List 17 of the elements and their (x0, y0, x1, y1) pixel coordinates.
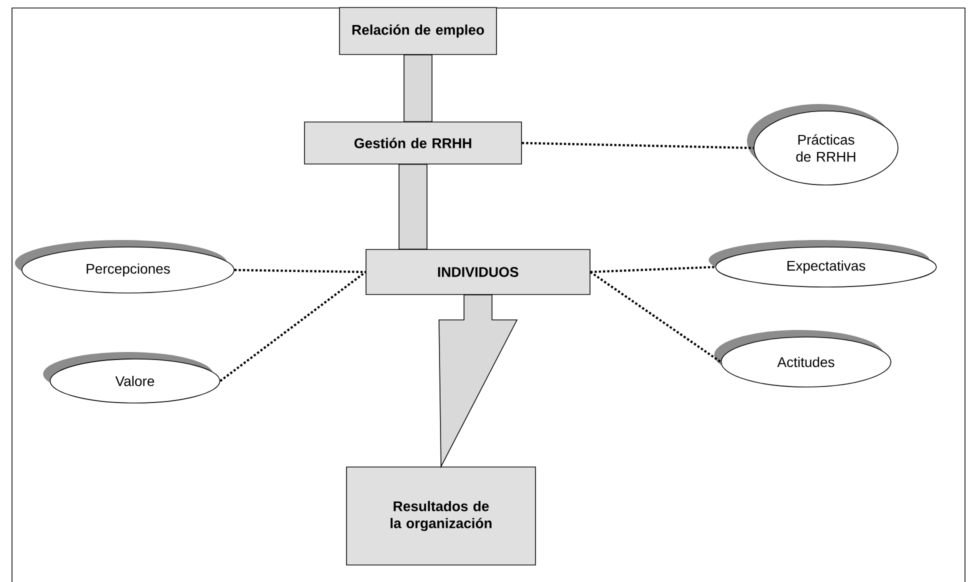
ellipse-node: Valore (43, 352, 220, 404)
ellipse-node: Expectativas (708, 240, 937, 288)
process-box: Relación de empleo (339, 7, 497, 55)
process-box: Resultados de la organización (346, 466, 536, 566)
connector-bar (398, 164, 428, 250)
dotted-line (220, 271, 366, 382)
dotted-line (234, 268, 366, 274)
process-box: INDIVIDUOS (366, 249, 590, 295)
ellipse-node: Actitudes (714, 330, 892, 388)
process-box: Gestión de RRHH (304, 122, 522, 164)
arrow (438, 294, 518, 468)
dotted-line (590, 271, 722, 363)
ellipse-node: Percepciones (14, 240, 234, 294)
dotted-line (522, 142, 754, 150)
dotted-line (590, 266, 716, 274)
ellipse-node: Prácticas de RRHH (747, 104, 898, 186)
connector-bar (404, 54, 432, 122)
